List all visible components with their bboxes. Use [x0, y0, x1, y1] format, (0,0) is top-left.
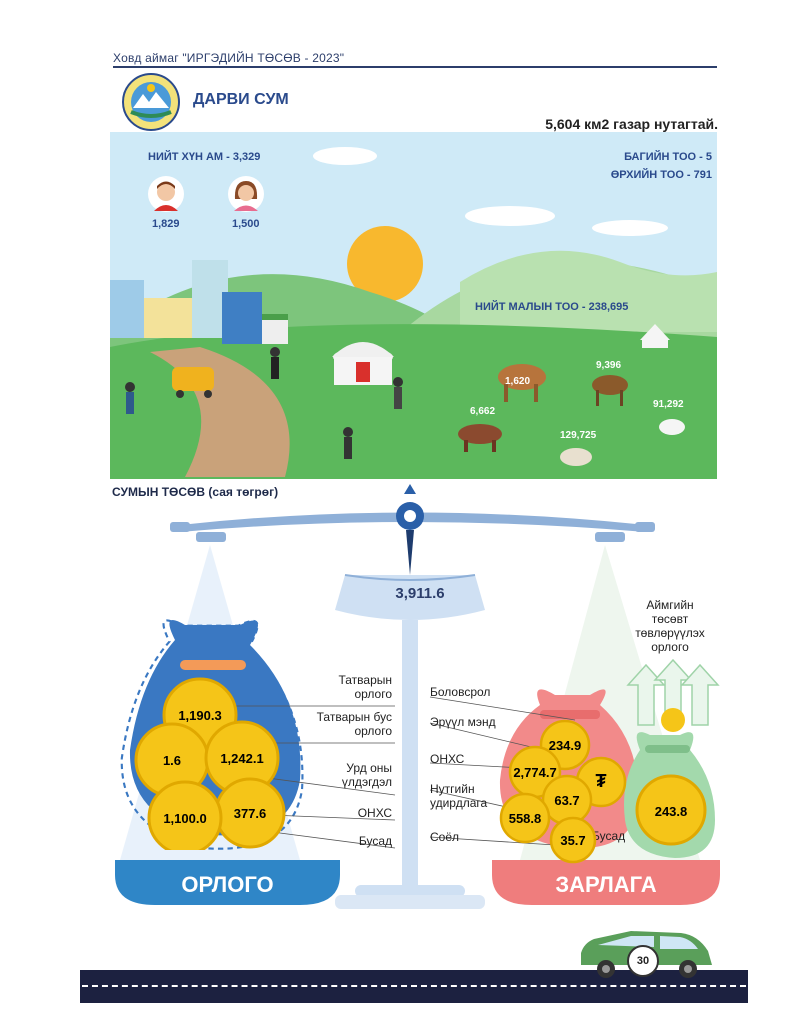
coin-transfer: 243.8: [635, 774, 707, 846]
cattle-count: 6,662: [470, 406, 496, 417]
population-total-label: НИЙТ ХҮН АМ - 3,329: [148, 151, 261, 163]
coin-culture-value: 35.7: [560, 833, 585, 848]
header-divider: [113, 66, 717, 68]
landscape-scene: [110, 132, 717, 479]
income-label-other: Бусад: [358, 834, 392, 848]
expense-label-culture: Соёл: [430, 830, 460, 844]
coin-local-admin-value: 558.8: [509, 811, 542, 826]
income-coins: 1,190.3 1.6 1,242.1 377.6 1,100.0: [134, 677, 286, 850]
male-avatar-icon: [148, 176, 184, 212]
coin-other-income-value: 1,100.0: [163, 811, 206, 826]
coin-lda-income: 377.6: [214, 777, 286, 849]
expense-label-education: Боловсрол: [430, 685, 491, 699]
coin-lda-expense-value: 63.7: [554, 793, 579, 808]
coin-transfer-value: 243.8: [655, 804, 688, 819]
coin-other-expense-symbol: ₮: [596, 771, 607, 791]
page-number: 30: [627, 945, 659, 977]
soum-name: ДАРВИ СУМ: [193, 91, 289, 108]
budget-title: СУМЫН ТӨСӨВ (сая төгрөг): [112, 485, 279, 499]
coin-lda-income-value: 377.6: [234, 806, 267, 821]
female-count: 1,500: [232, 218, 260, 230]
income-label-lda: ОНХС: [357, 806, 392, 820]
transfer-label: Аймгийн төсөвт төвлөрүүлэх орлого: [635, 598, 705, 654]
coin-nontax-income-value: 1.6: [163, 753, 181, 768]
camel-count: 1,620: [505, 376, 531, 387]
landscape-illustration: [110, 132, 717, 479]
expense-coins: 234.9 2,774.7 ₮ 63.7 558.8 35.7: [499, 719, 627, 864]
document-header-title: Ховд аймаг "ИРГЭДИЙН ТӨСӨВ - 2023": [113, 51, 345, 65]
budget-total-value: 3,911.6: [395, 585, 445, 602]
expense-base-label: ЗАРЛАГА: [555, 872, 657, 897]
coin-other-income: 1,100.0: [147, 780, 223, 850]
coin-tax-income-value: 1,190.3: [178, 708, 221, 723]
bag-count-label: БАГИЙН ТОО - 5: [624, 151, 712, 163]
hovd-emblem-icon: [122, 73, 180, 131]
male-count: 1,829: [152, 218, 180, 230]
livestock-total-label: НИЙТ МАЛЫН ТОО - 238,695: [475, 301, 629, 313]
horse-count: 9,396: [596, 360, 622, 371]
area-text: 5,604 км2 газар нутагтай.: [545, 116, 718, 132]
goat-count: 91,292: [653, 399, 684, 410]
expense-label-other: Бусад: [592, 829, 626, 843]
sheep-count: 129,725: [560, 430, 597, 441]
expense-label-health: Эрүүл мэнд: [430, 715, 496, 729]
coin-culture: 35.7: [549, 816, 597, 864]
coin-lda-expense: 63.7: [541, 774, 593, 826]
coin-local-admin: 558.8: [499, 792, 551, 844]
household-count-label: ӨРХИЙН ТОО - 791: [610, 169, 712, 181]
coin-education-value: 234.9: [549, 738, 582, 753]
coin-health-value: 2,774.7: [513, 765, 556, 780]
female-avatar-icon: [228, 176, 264, 212]
expense-label-lda: ОНХС: [430, 752, 465, 766]
coin-previous-balance-value: 1,242.1: [220, 751, 263, 766]
road-center-line: [82, 985, 746, 987]
income-base-label: ОРЛОГО: [181, 872, 274, 897]
